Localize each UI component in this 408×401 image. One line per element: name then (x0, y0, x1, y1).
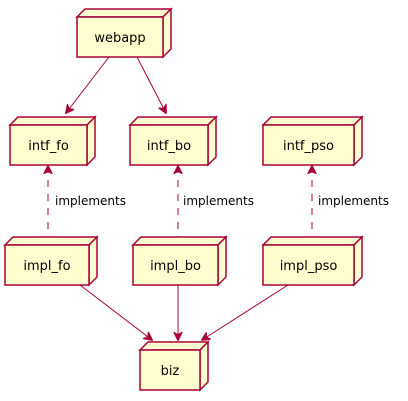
node-front-face (4, 244, 90, 286)
node-right-face (353, 115, 363, 167)
node-top-face (261, 236, 364, 246)
node-label: intf_bo (147, 139, 191, 154)
node-webapp[interactable]: webapp (75, 7, 173, 59)
node-impl-fo[interactable]: impl_fo (3, 235, 99, 287)
node-top-face (261, 116, 364, 126)
node-intf-fo[interactable]: intf_fo (8, 115, 97, 167)
node-label: impl_fo (23, 259, 70, 274)
node-label: intf_pso (283, 139, 334, 154)
node-right-face (353, 235, 363, 287)
edge-impl_pso-to-biz (202, 284, 289, 340)
edge-webapp-to-intf_bo (136, 56, 166, 113)
node-front-face (9, 124, 88, 166)
node-intf-pso[interactable]: intf_pso (261, 115, 364, 167)
edge-label-impl_pso: implements (318, 194, 389, 208)
node-impl-bo[interactable]: impl_bo (131, 235, 228, 287)
edge-impl_fo-to-biz (79, 284, 152, 340)
edge-webapp-to-intf_fo (66, 56, 110, 113)
node-top-face (138, 341, 210, 351)
nodes-layer: webapp intf_fo intf_bo intf_pso impl_fo impl_… (3, 7, 364, 392)
node-right-face (207, 115, 217, 167)
node-top-face (128, 116, 218, 126)
node-top-face (3, 236, 99, 246)
node-front-face (132, 244, 219, 286)
node-top-face (8, 116, 97, 126)
edge-label-impl_bo: implements (183, 194, 254, 208)
node-label: webapp (94, 31, 145, 46)
node-front-face (262, 124, 355, 166)
node-front-face (262, 244, 355, 286)
node-impl-pso[interactable]: impl_pso (261, 235, 364, 287)
node-label: impl_bo (150, 259, 201, 274)
node-right-face (86, 115, 96, 167)
edges-layer: implements implements implements (48, 56, 389, 340)
node-top-face (75, 8, 173, 18)
edge-label-impl_fo: implements (55, 194, 126, 208)
node-label: impl_pso (280, 259, 338, 274)
node-intf-bo[interactable]: intf_bo (128, 115, 218, 167)
node-front-face (129, 124, 209, 166)
node-label: biz (161, 364, 180, 379)
node-front-face (76, 16, 164, 58)
node-top-face (131, 236, 228, 246)
node-front-face (139, 349, 201, 391)
node-right-face (217, 235, 227, 287)
node-label: intf_fo (28, 139, 69, 154)
node-right-face (162, 7, 172, 59)
node-right-face (88, 235, 98, 287)
node-right-face (199, 340, 209, 392)
node-biz[interactable]: biz (138, 340, 210, 392)
